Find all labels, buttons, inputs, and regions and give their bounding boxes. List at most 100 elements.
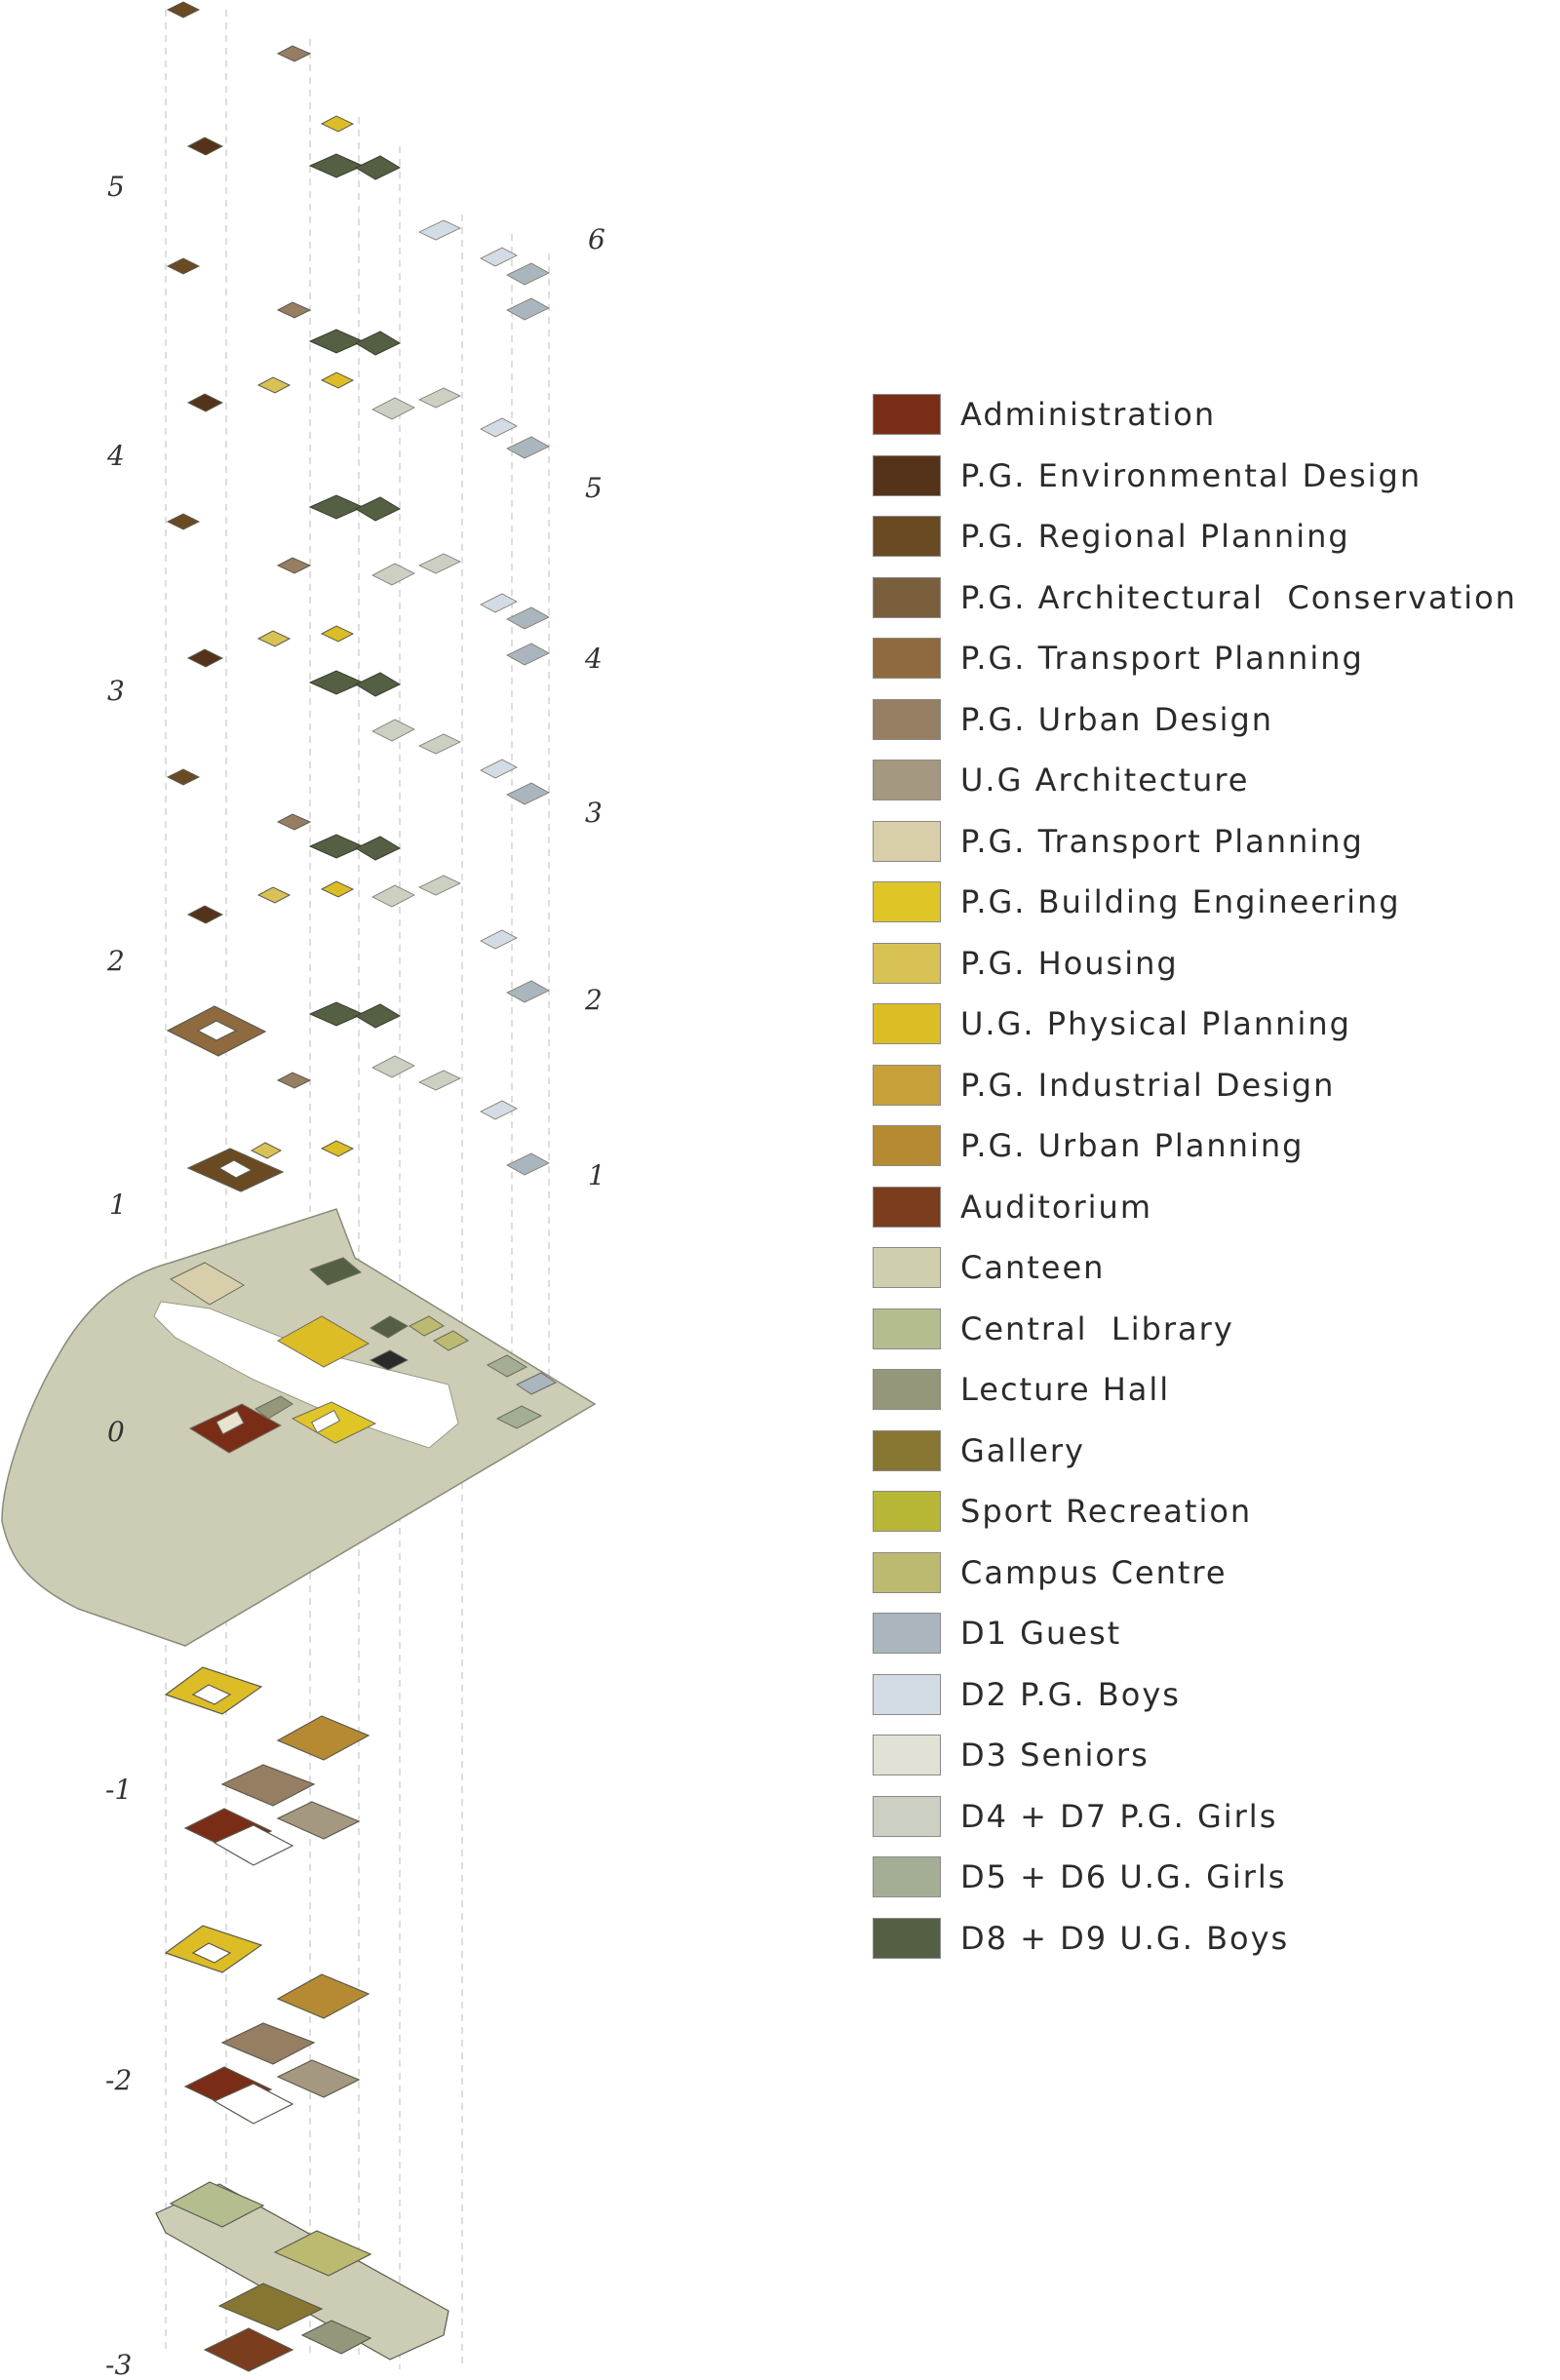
legend-item: Auditorium: [873, 1177, 1545, 1238]
legend-item: P.G. Transport Planning: [873, 811, 1545, 873]
legend-label: D2 P.G. Boys: [960, 1675, 1181, 1713]
legend-label: U.G. Physical Planning: [960, 1005, 1351, 1043]
legend-swatch: [873, 881, 941, 923]
legend-swatch: [873, 576, 941, 618]
legend-item: P.G. Building Engineering: [873, 872, 1545, 933]
legend-label: D3 Seniors: [960, 1736, 1150, 1775]
legend-swatch: [873, 1735, 941, 1776]
dorm-blocks: [371, 219, 550, 1176]
legend-item: U.G Architecture: [873, 750, 1545, 811]
legend-item: P.G. Urban Planning: [873, 1115, 1545, 1177]
level-label-right: 6: [588, 223, 605, 255]
legend-item: P.G. Transport Planning: [873, 628, 1545, 689]
legend-item: D1 Guest: [873, 1603, 1545, 1664]
level-label-right: 3: [585, 797, 603, 829]
legend-swatch: [873, 1369, 941, 1411]
courtyard-blocks: [166, 1005, 285, 1192]
level-label-left: -2: [105, 2064, 132, 2096]
level-label-left: -3: [105, 2349, 132, 2380]
legend-swatch: [873, 1795, 941, 1837]
level-label-left: 1: [109, 1189, 127, 1221]
ground-floor-plate: [1, 1208, 597, 1647]
projection-lines: [165, 10, 550, 2369]
legend-swatch: [873, 760, 941, 801]
exploded-axonometric-diagram: 5 4 3 2 1 0 -1 -2 -3 6 5 4 3 2 1: [1, 1, 605, 2380]
legend-item: P.G. Housing: [873, 933, 1545, 995]
basement-blocks: [155, 1666, 449, 2372]
ug-boys-blocks: [308, 153, 402, 1029]
legend-swatch: [873, 1064, 941, 1106]
legend-label: Campus Centre: [960, 1553, 1228, 1591]
legend-label: P.G. Housing: [960, 944, 1179, 982]
legend-swatch: [873, 394, 941, 436]
legend-label: P.G. Regional Planning: [960, 518, 1350, 556]
legend-swatch: [873, 942, 941, 984]
legend-label: D1 Guest: [960, 1615, 1122, 1653]
legend-label: D4 + D7 P.G. Girls: [960, 1797, 1278, 1835]
upper-floor-blocks-left: [166, 1, 355, 1159]
legend-item: Sport Recreation: [873, 1481, 1545, 1542]
legend-label: Gallery: [960, 1431, 1085, 1469]
legend-swatch: [873, 1613, 941, 1655]
legend-swatch: [873, 1307, 941, 1349]
legend-swatch: [873, 1186, 941, 1228]
legend-label: P.G. Industrial Design: [960, 1066, 1336, 1104]
legend-item: Gallery: [873, 1421, 1545, 1482]
level-label-left: -1: [105, 1774, 132, 1806]
legend-swatch: [873, 1551, 941, 1593]
legend-swatch: [873, 1247, 941, 1289]
legend-swatch: [873, 1673, 941, 1715]
legend-item: Canteen: [873, 1237, 1545, 1299]
ground-floor-blocks: [169, 1257, 558, 1454]
legend-swatch: [873, 516, 941, 558]
legend-swatch: [873, 1429, 941, 1471]
legend-label: Central Library: [960, 1309, 1234, 1347]
legend-label: Lecture Hall: [960, 1371, 1171, 1409]
left-level-labels: 5 4 3 2 1 0 -1 -2 -3: [105, 171, 132, 2380]
legend-item: D8 + D9 U.G. Boys: [873, 1908, 1545, 1970]
legend-label: D5 + D6 U.G. Girls: [960, 1858, 1287, 1896]
legend-item: Administration: [873, 384, 1545, 446]
legend-swatch: [873, 1125, 941, 1167]
level-label-right: 1: [588, 1159, 605, 1191]
legend-item: P.G. Industrial Design: [873, 1055, 1545, 1116]
legend-swatch: [873, 1003, 941, 1045]
legend-label: P.G. Architectural Conservation: [960, 578, 1517, 616]
level-label-left: 0: [107, 1416, 125, 1448]
legend-label: P.G. Building Engineering: [960, 883, 1401, 921]
legend-swatch: [873, 698, 941, 740]
legend-label: D8 + D9 U.G. Boys: [960, 1919, 1290, 1957]
legend-item: Campus Centre: [873, 1542, 1545, 1604]
legend-item: D3 Seniors: [873, 1725, 1545, 1786]
legend-item: D5 + D6 U.G. Girls: [873, 1847, 1545, 1908]
legend-item: D4 + D7 P.G. Girls: [873, 1786, 1545, 1848]
legend-label: P.G. Environmental Design: [960, 456, 1423, 494]
legend-label: U.G Architecture: [960, 761, 1250, 800]
level-label-left: 4: [106, 440, 125, 472]
legend-swatch: [873, 820, 941, 862]
legend-label: P.G. Urban Design: [960, 700, 1274, 738]
legend-label: P.G. Transport Planning: [960, 822, 1364, 860]
level-label-right: 5: [585, 472, 603, 504]
legend-label: Auditorium: [960, 1188, 1152, 1226]
legend-label: P.G. Transport Planning: [960, 640, 1364, 678]
legend-item: D2 P.G. Boys: [873, 1664, 1545, 1726]
legend-item: P.G. Urban Design: [873, 689, 1545, 751]
right-level-labels: 6 5 4 3 2 1: [584, 223, 605, 1191]
legend-item: Central Library: [873, 1299, 1545, 1360]
legend-item: P.G. Regional Planning: [873, 506, 1545, 567]
legend-item: P.G. Architectural Conservation: [873, 567, 1545, 629]
legend-label: P.G. Urban Planning: [960, 1127, 1305, 1165]
legend-item: P.G. Environmental Design: [873, 446, 1545, 507]
level-label-left: 5: [107, 171, 125, 203]
legend-label: Sport Recreation: [960, 1493, 1253, 1531]
legend-swatch: [873, 454, 941, 496]
level-label-right: 2: [584, 984, 603, 1016]
legend-label: Administration: [960, 396, 1217, 434]
legend-item: U.G. Physical Planning: [873, 994, 1545, 1055]
level-label-left: 3: [107, 675, 125, 707]
level-label-right: 4: [584, 643, 603, 675]
level-label-left: 2: [106, 945, 125, 977]
